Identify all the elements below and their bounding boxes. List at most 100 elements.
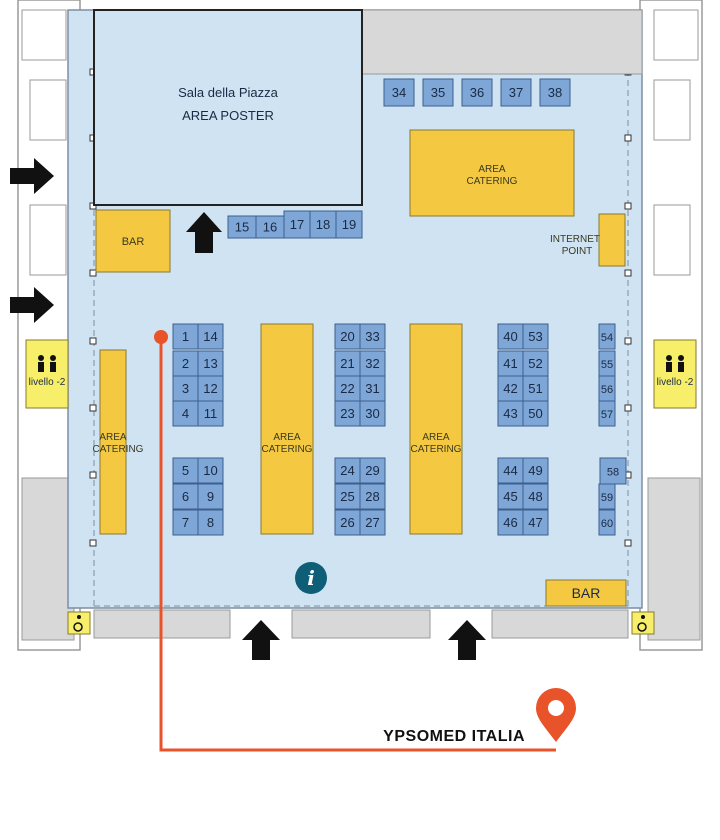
booth-6: 6 <box>172 483 199 510</box>
bottom-walls <box>93 609 629 639</box>
svg-text:8: 8 <box>207 515 214 530</box>
svg-text:10: 10 <box>203 463 217 478</box>
wheelchair-icon <box>631 611 655 635</box>
booth-55: 55 <box>598 350 616 377</box>
toilet-right: livello -2 <box>653 339 697 409</box>
bar-bottom: BAR <box>545 579 627 607</box>
svg-text:45: 45 <box>503 489 517 504</box>
bar-left: BAR <box>95 209 171 273</box>
booth-59: 59 <box>598 483 616 510</box>
booth-18: 18 <box>309 210 337 239</box>
svg-text:21: 21 <box>340 356 354 371</box>
svg-text:4: 4 <box>182 406 189 421</box>
svg-text:43: 43 <box>503 406 517 421</box>
svg-text:52: 52 <box>528 356 542 371</box>
svg-text:25: 25 <box>340 489 354 504</box>
internet-point: INTERNET POINT <box>550 213 626 267</box>
svg-text:60: 60 <box>601 518 613 530</box>
booth-44: 44 <box>497 457 524 484</box>
svg-text:15: 15 <box>235 220 249 235</box>
svg-text:30: 30 <box>365 406 379 421</box>
booth-35: 35 <box>422 78 454 107</box>
svg-text:35: 35 <box>431 85 445 100</box>
svg-text:48: 48 <box>528 489 542 504</box>
booth-15: 15 <box>227 215 257 239</box>
svg-text:POINT: POINT <box>562 246 593 257</box>
booth-60: 60 <box>598 509 616 536</box>
booth-2: 2 <box>172 350 199 377</box>
booth-43: 43 <box>497 400 524 427</box>
booth-21: 21 <box>334 350 361 377</box>
booth-40: 40 <box>497 323 524 350</box>
svg-text:40: 40 <box>503 329 517 344</box>
booth-13: 13 <box>197 350 224 377</box>
booth-57: 57 <box>598 400 616 427</box>
svg-text:1: 1 <box>182 329 189 344</box>
catering-area-middle-2: AREA CATERING <box>409 323 463 535</box>
svg-text:54: 54 <box>601 332 613 344</box>
svg-text:11: 11 <box>204 406 218 421</box>
booth-46: 46 <box>497 509 524 536</box>
booth-4: 4 <box>172 400 199 427</box>
booth-23: 23 <box>334 400 361 427</box>
svg-text:INTERNET: INTERNET <box>550 234 600 245</box>
booth-38: 38 <box>539 78 571 107</box>
booth-54: 54 <box>598 323 616 350</box>
svg-text:32: 32 <box>365 356 379 371</box>
booth-36: 36 <box>461 78 493 107</box>
wheelchair-icon <box>67 611 91 635</box>
svg-text:BAR: BAR <box>572 585 601 601</box>
booth-33: 33 <box>359 323 386 350</box>
svg-text:2: 2 <box>182 356 189 371</box>
svg-text:59: 59 <box>601 492 613 504</box>
svg-text:AREA: AREA <box>99 432 127 443</box>
booth-8: 8 <box>197 509 224 536</box>
entrance-arrow-icon <box>186 212 222 253</box>
entrance-arrow-icon <box>448 620 486 660</box>
booth-10: 10 <box>197 457 224 484</box>
route-line <box>154 330 556 752</box>
booth-32: 32 <box>359 350 386 377</box>
svg-text:6: 6 <box>182 489 189 504</box>
booth-25: 25 <box>334 483 361 510</box>
toilet-icon <box>666 355 684 372</box>
toilet-left: livello -2 <box>25 339 69 409</box>
svg-text:47: 47 <box>528 515 542 530</box>
svg-text:BAR: BAR <box>122 236 145 248</box>
svg-text:34: 34 <box>392 85 406 100</box>
svg-text:23: 23 <box>340 406 354 421</box>
booth-47: 47 <box>522 509 549 536</box>
svg-text:51: 51 <box>528 381 542 396</box>
booth-37: 37 <box>500 78 532 107</box>
svg-text:49: 49 <box>528 463 542 478</box>
svg-text:26: 26 <box>340 515 354 530</box>
svg-text:31: 31 <box>365 381 379 396</box>
svg-text:12: 12 <box>203 381 217 396</box>
svg-text:5: 5 <box>182 463 189 478</box>
svg-text:42: 42 <box>503 381 517 396</box>
booth-20: 20 <box>334 323 361 350</box>
catering-area-left: AREA CATERING <box>93 349 144 535</box>
toilet-level-label: livello -2 <box>29 377 66 388</box>
svg-text:44: 44 <box>503 463 517 478</box>
svg-text:19: 19 <box>342 217 356 232</box>
booth-3: 3 <box>172 375 199 402</box>
booth-45: 45 <box>497 483 524 510</box>
svg-text:AREA: AREA <box>273 432 301 443</box>
booth-50: 50 <box>522 400 549 427</box>
booth-41: 41 <box>497 350 524 377</box>
booth-17: 17 <box>283 210 311 239</box>
booth-11: 11 <box>197 400 224 427</box>
poster-room: Sala della Piazza AREA POSTER <box>93 9 363 206</box>
booth-12: 12 <box>197 375 224 402</box>
svg-text:CATERING: CATERING <box>262 444 313 455</box>
svg-text:58: 58 <box>607 467 619 479</box>
svg-text:AREA: AREA <box>422 432 450 443</box>
booth-42: 42 <box>497 375 524 402</box>
svg-text:17: 17 <box>290 217 304 232</box>
booth-48: 48 <box>522 483 549 510</box>
exhibitor-name: YPSOMED ITALIA <box>383 728 525 745</box>
booth-1: 1 <box>172 323 199 350</box>
